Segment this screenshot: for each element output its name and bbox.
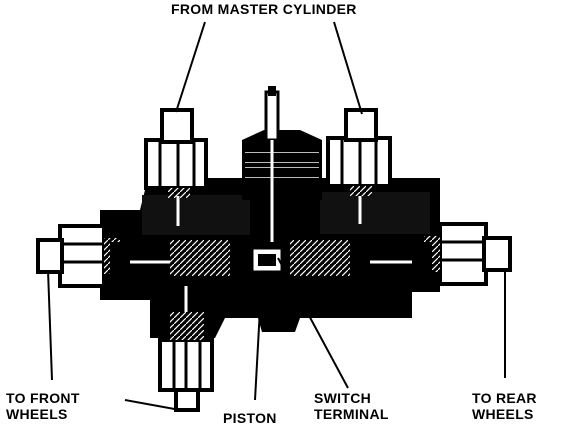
label-switch-terminal: SWITCH TERMINAL [314,390,389,422]
label-piston: PISTON [223,410,277,426]
right-side-fitting [424,222,512,286]
leader-switch [277,257,349,389]
internal-bore [110,196,432,312]
leader-front-wheels-side [47,269,53,381]
leader-front-wheels [124,399,181,411]
leader-master-right [333,21,363,115]
bottom-fitting [158,312,214,412]
switch-assembly [242,86,322,250]
left-inlet-fitting [144,108,208,198]
leader-lines [47,21,506,411]
leader-master-left [175,21,206,113]
right-inlet-fitting [326,108,392,196]
label-from-master-cylinder: FROM MASTER CYLINDER [171,1,357,17]
label-to-rear-wheels: TO REAR WHEELS [472,390,537,422]
leader-piston [254,271,263,401]
label-to-front-wheels: TO FRONT WHEELS [6,390,80,422]
